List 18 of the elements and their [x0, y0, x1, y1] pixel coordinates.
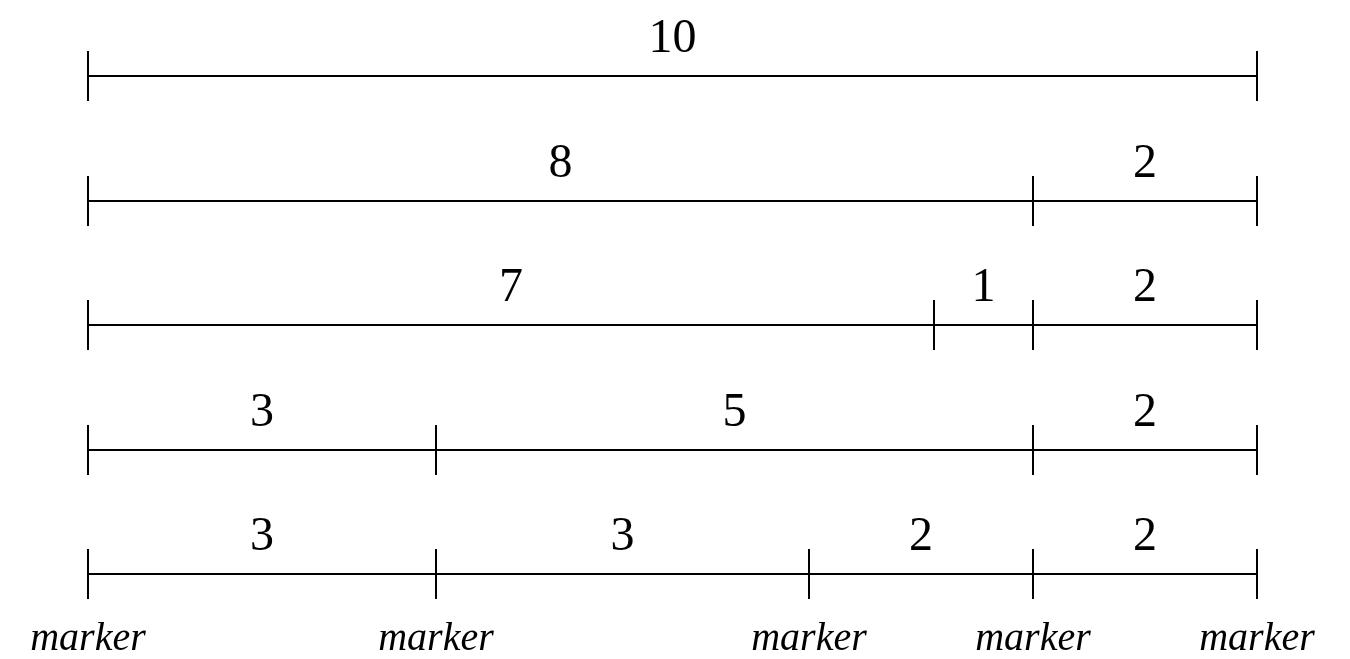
length-label: 2 [1133, 386, 1157, 434]
length-label: 5 [722, 386, 747, 434]
length-label: 3 [250, 386, 274, 434]
marker-label: marker [1199, 617, 1315, 657]
length-label: 7 [499, 261, 523, 309]
length-label: 2 [909, 510, 933, 558]
length-label: 2 [1133, 510, 1157, 558]
length-label: 1 [971, 261, 996, 309]
length-label: 8 [548, 137, 573, 185]
length-label: 2 [1133, 261, 1157, 309]
marker-label: marker [975, 617, 1091, 657]
length-label: 2 [1133, 137, 1157, 185]
length-label: 3 [250, 510, 274, 558]
marker-label: marker [378, 617, 494, 657]
marker-label: marker [751, 617, 867, 657]
length-label: 3 [610, 510, 635, 558]
marker-label: marker [30, 617, 146, 657]
length-label: 10 [648, 12, 697, 60]
